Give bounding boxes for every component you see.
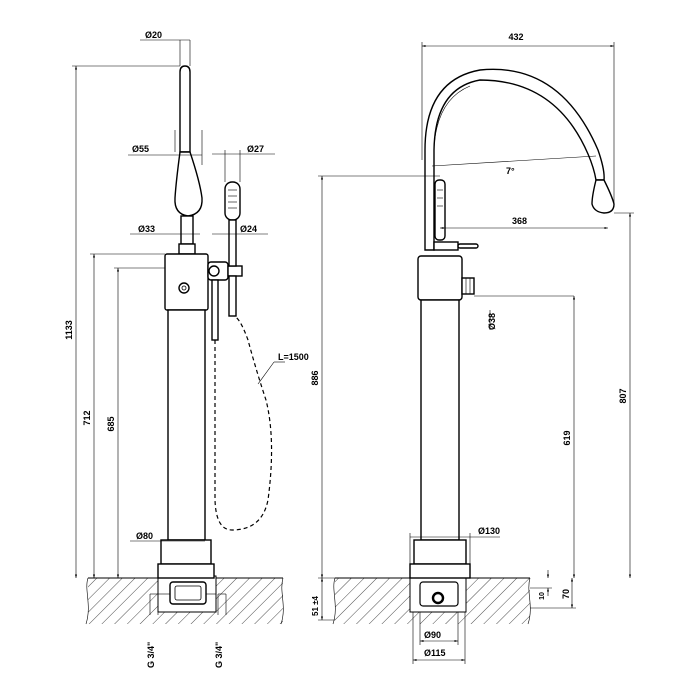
dim-lever-diameter: Ø38 bbox=[487, 313, 497, 330]
dim-spout-tip-height: 807 bbox=[618, 388, 628, 403]
hose-length-label: L=1500 bbox=[278, 352, 309, 362]
dim-thread-right: G 3/4" bbox=[214, 642, 224, 668]
dim-tolerance: 51 ±4 bbox=[311, 595, 320, 616]
dim-head-diameter: Ø55 bbox=[132, 144, 149, 154]
dim-reach-width: 432 bbox=[508, 32, 523, 42]
dim-holder-diameter: Ø24 bbox=[240, 224, 257, 234]
dim-total-height: 1133 bbox=[64, 320, 74, 340]
dim-reach-inner: 368 bbox=[512, 216, 527, 226]
floor-left bbox=[85, 575, 284, 625]
dim-plate-diameter: Ø115 bbox=[424, 648, 446, 658]
dim-diverter-height: 619 bbox=[562, 430, 572, 445]
dim-thread-left: G 3/4" bbox=[146, 642, 156, 668]
dim-column-diameter: Ø80 bbox=[136, 531, 153, 541]
dim-outlet-height: 886 bbox=[310, 370, 320, 385]
dim-hand-diameter: Ø27 bbox=[247, 144, 264, 154]
dim-handle-height: 685 bbox=[106, 416, 116, 431]
floor-right bbox=[332, 575, 531, 625]
side-view: 432 7° 368 Ø38 886 807 619 Ø130 Ø90 bbox=[310, 32, 634, 664]
dim-spout-diameter: Ø20 bbox=[145, 30, 162, 40]
dim-neck-diameter: Ø33 bbox=[138, 224, 155, 234]
front-view: Ø20 Ø55 Ø27 Ø33 Ø24 L=1500 1133 712 685 bbox=[64, 30, 309, 668]
dim-floor-gap: 10 bbox=[539, 592, 546, 600]
dim-base-diameter: Ø130 bbox=[478, 526, 500, 536]
dim-angle: 7° bbox=[506, 166, 515, 176]
dim-floor-depth: 70 bbox=[561, 589, 571, 599]
dim-flange-diameter: Ø90 bbox=[424, 630, 441, 640]
dim-body-height: 712 bbox=[82, 410, 92, 425]
